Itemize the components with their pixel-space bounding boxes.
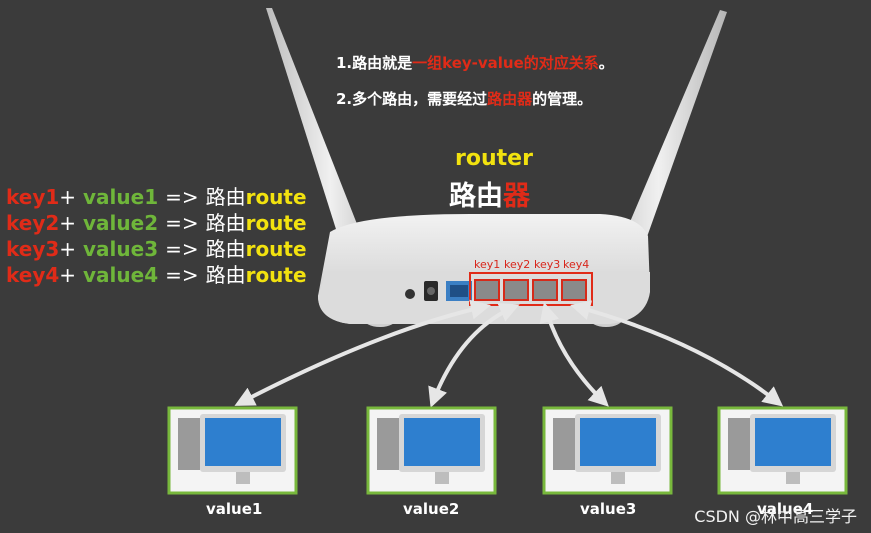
mapping-plus: + (59, 237, 76, 261)
router-label-cn: 路由器 (449, 174, 530, 213)
mapping-plus: + (59, 263, 76, 287)
mapping-cn: 路由 (206, 211, 246, 235)
note-2-text: 2.多个路由，需要经过 (336, 90, 487, 108)
mapping-value: value3 (83, 237, 158, 261)
note-line-1: 1.路由就是一组key-value的对应关系。 (336, 52, 614, 73)
port-label-2: key2 (504, 258, 530, 271)
mapping-key: key2 (6, 211, 59, 235)
mapping-plus: + (59, 185, 76, 209)
mapping-row: key3+ value3 => 路由route (6, 236, 307, 262)
note-line-2: 2.多个路由，需要经过路由器的管理。 (336, 88, 592, 109)
mapping-cn: 路由 (206, 185, 246, 209)
note-2-end: 的管理。 (532, 90, 592, 108)
mapping-list: key1+ value1 => 路由route key2+ value2 => … (6, 184, 307, 288)
mapping-route: route (246, 263, 307, 287)
mapping-arrow: => (165, 263, 199, 287)
note-1-highlight: 一组key-value的对应关系 (412, 54, 599, 72)
computer-4 (719, 408, 846, 493)
mapping-cn: 路由 (206, 263, 246, 287)
note-1-text: 1.路由就是 (336, 54, 412, 72)
watermark: CSDN @林中高三学子 (694, 503, 857, 527)
mapping-value: value2 (83, 211, 158, 235)
mapping-route: route (246, 211, 307, 235)
computer-3 (544, 408, 671, 493)
mapping-row: key1+ value1 => 路由route (6, 184, 307, 210)
port-label-3: key3 (534, 258, 560, 271)
port-label-4: key4 (563, 258, 589, 271)
mapping-route: route (246, 237, 307, 261)
mapping-arrow: => (165, 237, 199, 261)
computer-1 (169, 408, 296, 493)
mapping-row: key4+ value4 => 路由route (6, 262, 307, 288)
mapping-key: key3 (6, 237, 59, 261)
router-label-cn-main: 路由 (449, 181, 503, 212)
mapping-key: key1 (6, 185, 59, 209)
note-1-end: 。 (599, 54, 614, 72)
mapping-value: value4 (83, 263, 158, 287)
mapping-cn: 路由 (206, 237, 246, 261)
router-label-en: router (455, 146, 533, 171)
mapping-value: value1 (83, 185, 158, 209)
note-2-highlight: 路由器 (487, 90, 532, 108)
mapping-row: key2+ value2 => 路由route (6, 210, 307, 236)
mapping-arrow: => (165, 185, 199, 209)
mapping-arrow: => (165, 211, 199, 235)
computer-label-1: value1 (206, 500, 262, 518)
computer-2 (368, 408, 495, 493)
computer-label-2: value2 (403, 500, 459, 518)
mapping-plus: + (59, 211, 76, 235)
mapping-key: key4 (6, 263, 59, 287)
router-label-cn-highlight: 器 (503, 181, 530, 212)
port-label-1: key1 (474, 258, 500, 271)
mapping-route: route (246, 185, 307, 209)
computer-label-3: value3 (580, 500, 636, 518)
